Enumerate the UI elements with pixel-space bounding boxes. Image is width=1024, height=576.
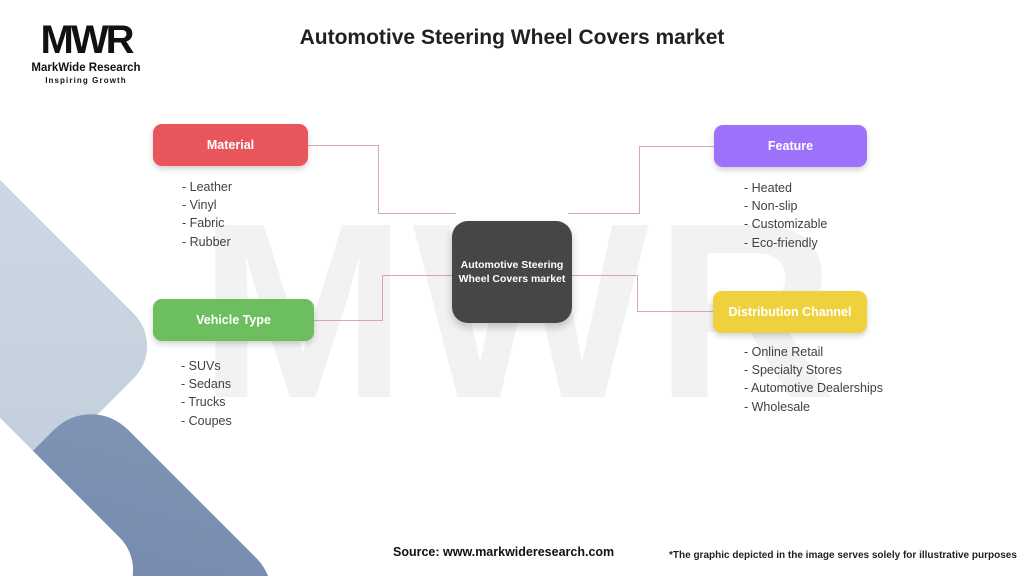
list-item: - Non-slip xyxy=(744,199,798,214)
segment-label-material: Material xyxy=(206,138,255,152)
segment-box-vehicle-type[interactable]: Vehicle Type xyxy=(153,299,314,341)
connector-feature-h2 xyxy=(639,146,715,147)
segment-box-material[interactable]: Material xyxy=(153,124,308,166)
center-node-line2: Wheel Covers market xyxy=(458,273,566,285)
center-node[interactable]: Automotive Steering Wheel Covers market xyxy=(452,221,572,323)
list-item: - Rubber xyxy=(182,234,231,249)
segment-box-distribution-channel[interactable]: Distribution Channel xyxy=(713,291,867,333)
segment-label-distribution-channel: Distribution Channel xyxy=(728,305,852,319)
disclaimer-text: *The graphic depicted in the image serve… xyxy=(669,550,1017,561)
list-item: - Eco-friendly xyxy=(744,235,818,250)
brand-logo: MWR MarkWide Research Inspiring Growth xyxy=(16,20,156,86)
connector-distribution-h2 xyxy=(637,311,715,312)
logo-monogram: MWR xyxy=(40,18,135,62)
list-item: - Specialty Stores xyxy=(744,363,842,378)
list-item: - SUVs xyxy=(181,359,221,373)
list-item: - Sedans xyxy=(181,377,232,392)
list-item: - Fabric xyxy=(182,216,225,231)
list-item: - Leather xyxy=(182,180,233,194)
connector-vehicle-v xyxy=(382,275,383,321)
list-item: - Customizable xyxy=(744,217,828,232)
connector-distribution-v xyxy=(637,275,638,312)
segment-list-feature: - Heated - Non-slip - Customizable - Eco… xyxy=(744,179,827,252)
segment-list-material: - Leather - Vinyl - Fabric - Rubber xyxy=(182,178,232,251)
list-item: - Wholesale xyxy=(744,399,810,414)
segment-box-feature[interactable]: Feature xyxy=(714,125,867,167)
list-item: - Online Retail xyxy=(744,345,824,359)
segment-label-feature: Feature xyxy=(767,139,814,153)
connector-vehicle-h2 xyxy=(382,275,457,276)
connector-distribution-h1 xyxy=(568,275,638,276)
connector-material-v xyxy=(378,145,379,214)
segment-list-vehicle-type: - SUVs - Sedans - Trucks - Coupes xyxy=(181,357,232,430)
logo-company-name: MarkWide Research xyxy=(31,62,141,74)
connector-vehicle-h1 xyxy=(313,320,383,321)
list-item: - Automotive Dealerships xyxy=(744,381,883,396)
segment-list-distribution-channel: - Online Retail - Specialty Stores - Aut… xyxy=(744,343,883,416)
connector-material-h1 xyxy=(308,145,379,146)
list-item: - Heated xyxy=(744,181,792,195)
connector-material-h2 xyxy=(378,213,456,214)
center-node-line1: Automotive Steering xyxy=(460,259,564,271)
connector-feature-h1 xyxy=(568,213,640,214)
list-item: - Coupes xyxy=(181,413,232,428)
page-title: Automotive Steering Wheel Covers market xyxy=(299,26,725,49)
list-item: - Trucks xyxy=(181,395,226,410)
list-item: - Vinyl xyxy=(182,198,217,213)
logo-tagline: Inspiring Growth xyxy=(45,76,127,85)
source-text: Source: www.markwideresearch.com xyxy=(393,545,615,559)
connector-feature-v xyxy=(639,146,640,214)
segment-label-vehicle-type: Vehicle Type xyxy=(196,313,271,327)
